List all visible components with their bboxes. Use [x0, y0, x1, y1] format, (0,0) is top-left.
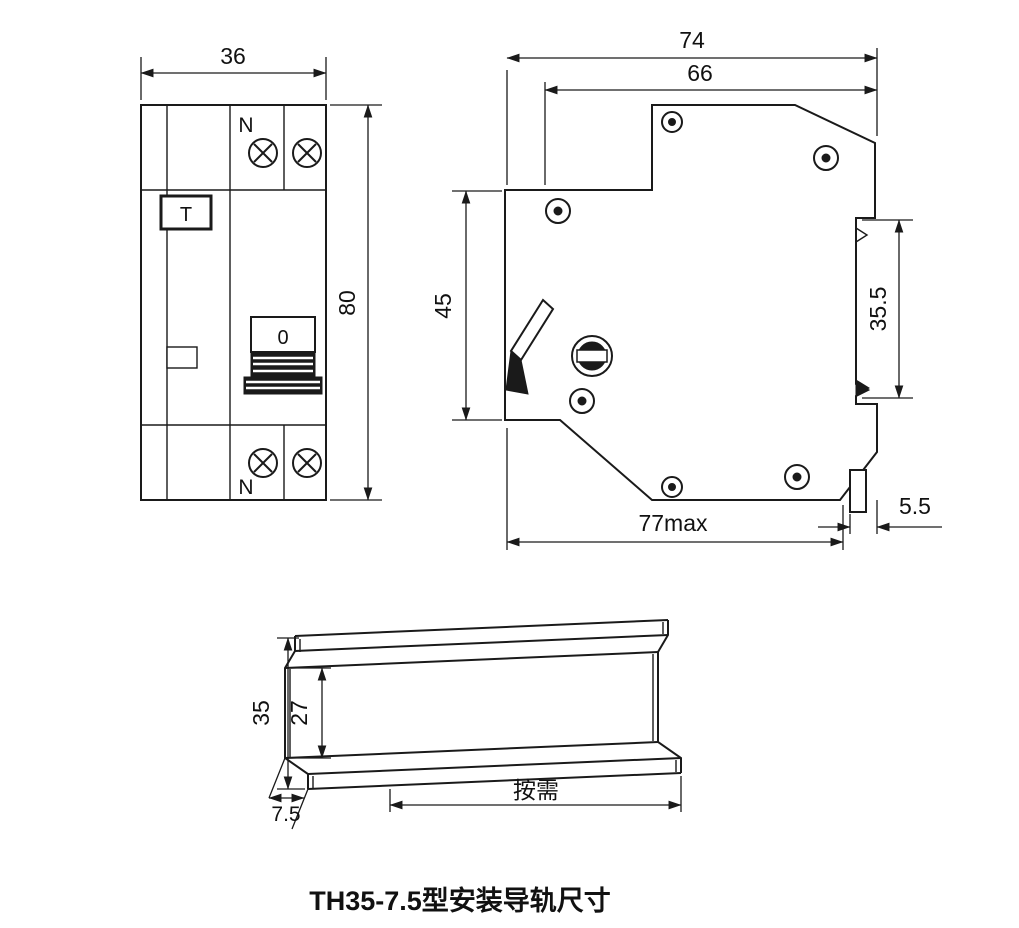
rail-view: 35 27 7.5 按需 [248, 619, 682, 830]
toggle-position-label: 0 [277, 327, 288, 349]
rivet [813, 145, 839, 171]
dim-rail-seat-height-label: 35.5 [865, 287, 891, 332]
dim-side-max-width: 77max [506, 428, 844, 550]
rivet [661, 111, 683, 133]
dim-rail-channel-height-label: 27 [286, 700, 312, 726]
neutral-label-top: N [238, 114, 253, 137]
breaker-side-outline [504, 104, 878, 501]
test-button-label: T [180, 204, 192, 226]
side-tab [166, 346, 198, 369]
rail-claw-spring [855, 379, 870, 397]
dim-front-width-label: 36 [220, 43, 246, 69]
dim-rail-depth-label: 7.5 [271, 803, 300, 826]
test-button: T [159, 194, 213, 231]
terminal-screw-top-right [292, 138, 322, 168]
dim-rail-depth: 7.5 [268, 757, 309, 830]
dim-front-height: 80 [330, 104, 382, 501]
breaker-front-outline [140, 104, 327, 501]
rivet [545, 198, 571, 224]
dim-rail-overall-height-label: 35 [248, 700, 274, 726]
drawing-caption: TH35-7.5型安装导轨尺寸 [309, 885, 611, 916]
rail-claw-top [855, 227, 869, 243]
dim-front-height-label: 80 [334, 290, 360, 316]
dim-front-width: 36 [140, 43, 327, 100]
dim-clip-offset-label: 5.5 [899, 493, 931, 519]
dim-rail-seat-height: 35.5 [862, 219, 913, 399]
dim-side-front-height-label: 45 [430, 293, 456, 319]
neutral-label-bottom: N [238, 476, 253, 499]
terminal-screw-top-left [248, 138, 278, 168]
rivet [784, 464, 810, 490]
dim-rail-overall-height: 35 [248, 637, 305, 790]
terminal-screw-bottom-left [248, 448, 278, 478]
dim-side-body-width-label: 66 [687, 60, 713, 86]
rivet [569, 388, 595, 414]
slotted-screw [571, 335, 613, 377]
dim-side-body-width: 66 [544, 60, 878, 185]
dim-side-front-height: 45 [430, 190, 502, 421]
dim-rail-channel-height: 27 [286, 667, 331, 759]
dim-rail-length: 按需 [389, 776, 682, 812]
terminal-screw-bottom-right [292, 448, 322, 478]
rail-end-right [657, 620, 682, 773]
dim-clip-offset: 5.5 [818, 493, 942, 534]
din-clip-foot [849, 469, 867, 513]
toggle-lever-side [505, 298, 555, 395]
toggle-handle: 0 [243, 316, 323, 395]
side-view: 74 66 45 35.5 5.5 [430, 27, 942, 550]
dim-rail-length-label: 按需 [513, 777, 559, 803]
dim-side-max-width-label: 77max [638, 510, 708, 536]
front-view: T 0 N N 36 [140, 43, 382, 501]
dim-side-total-width-label: 74 [679, 27, 705, 53]
rivet [661, 476, 683, 498]
